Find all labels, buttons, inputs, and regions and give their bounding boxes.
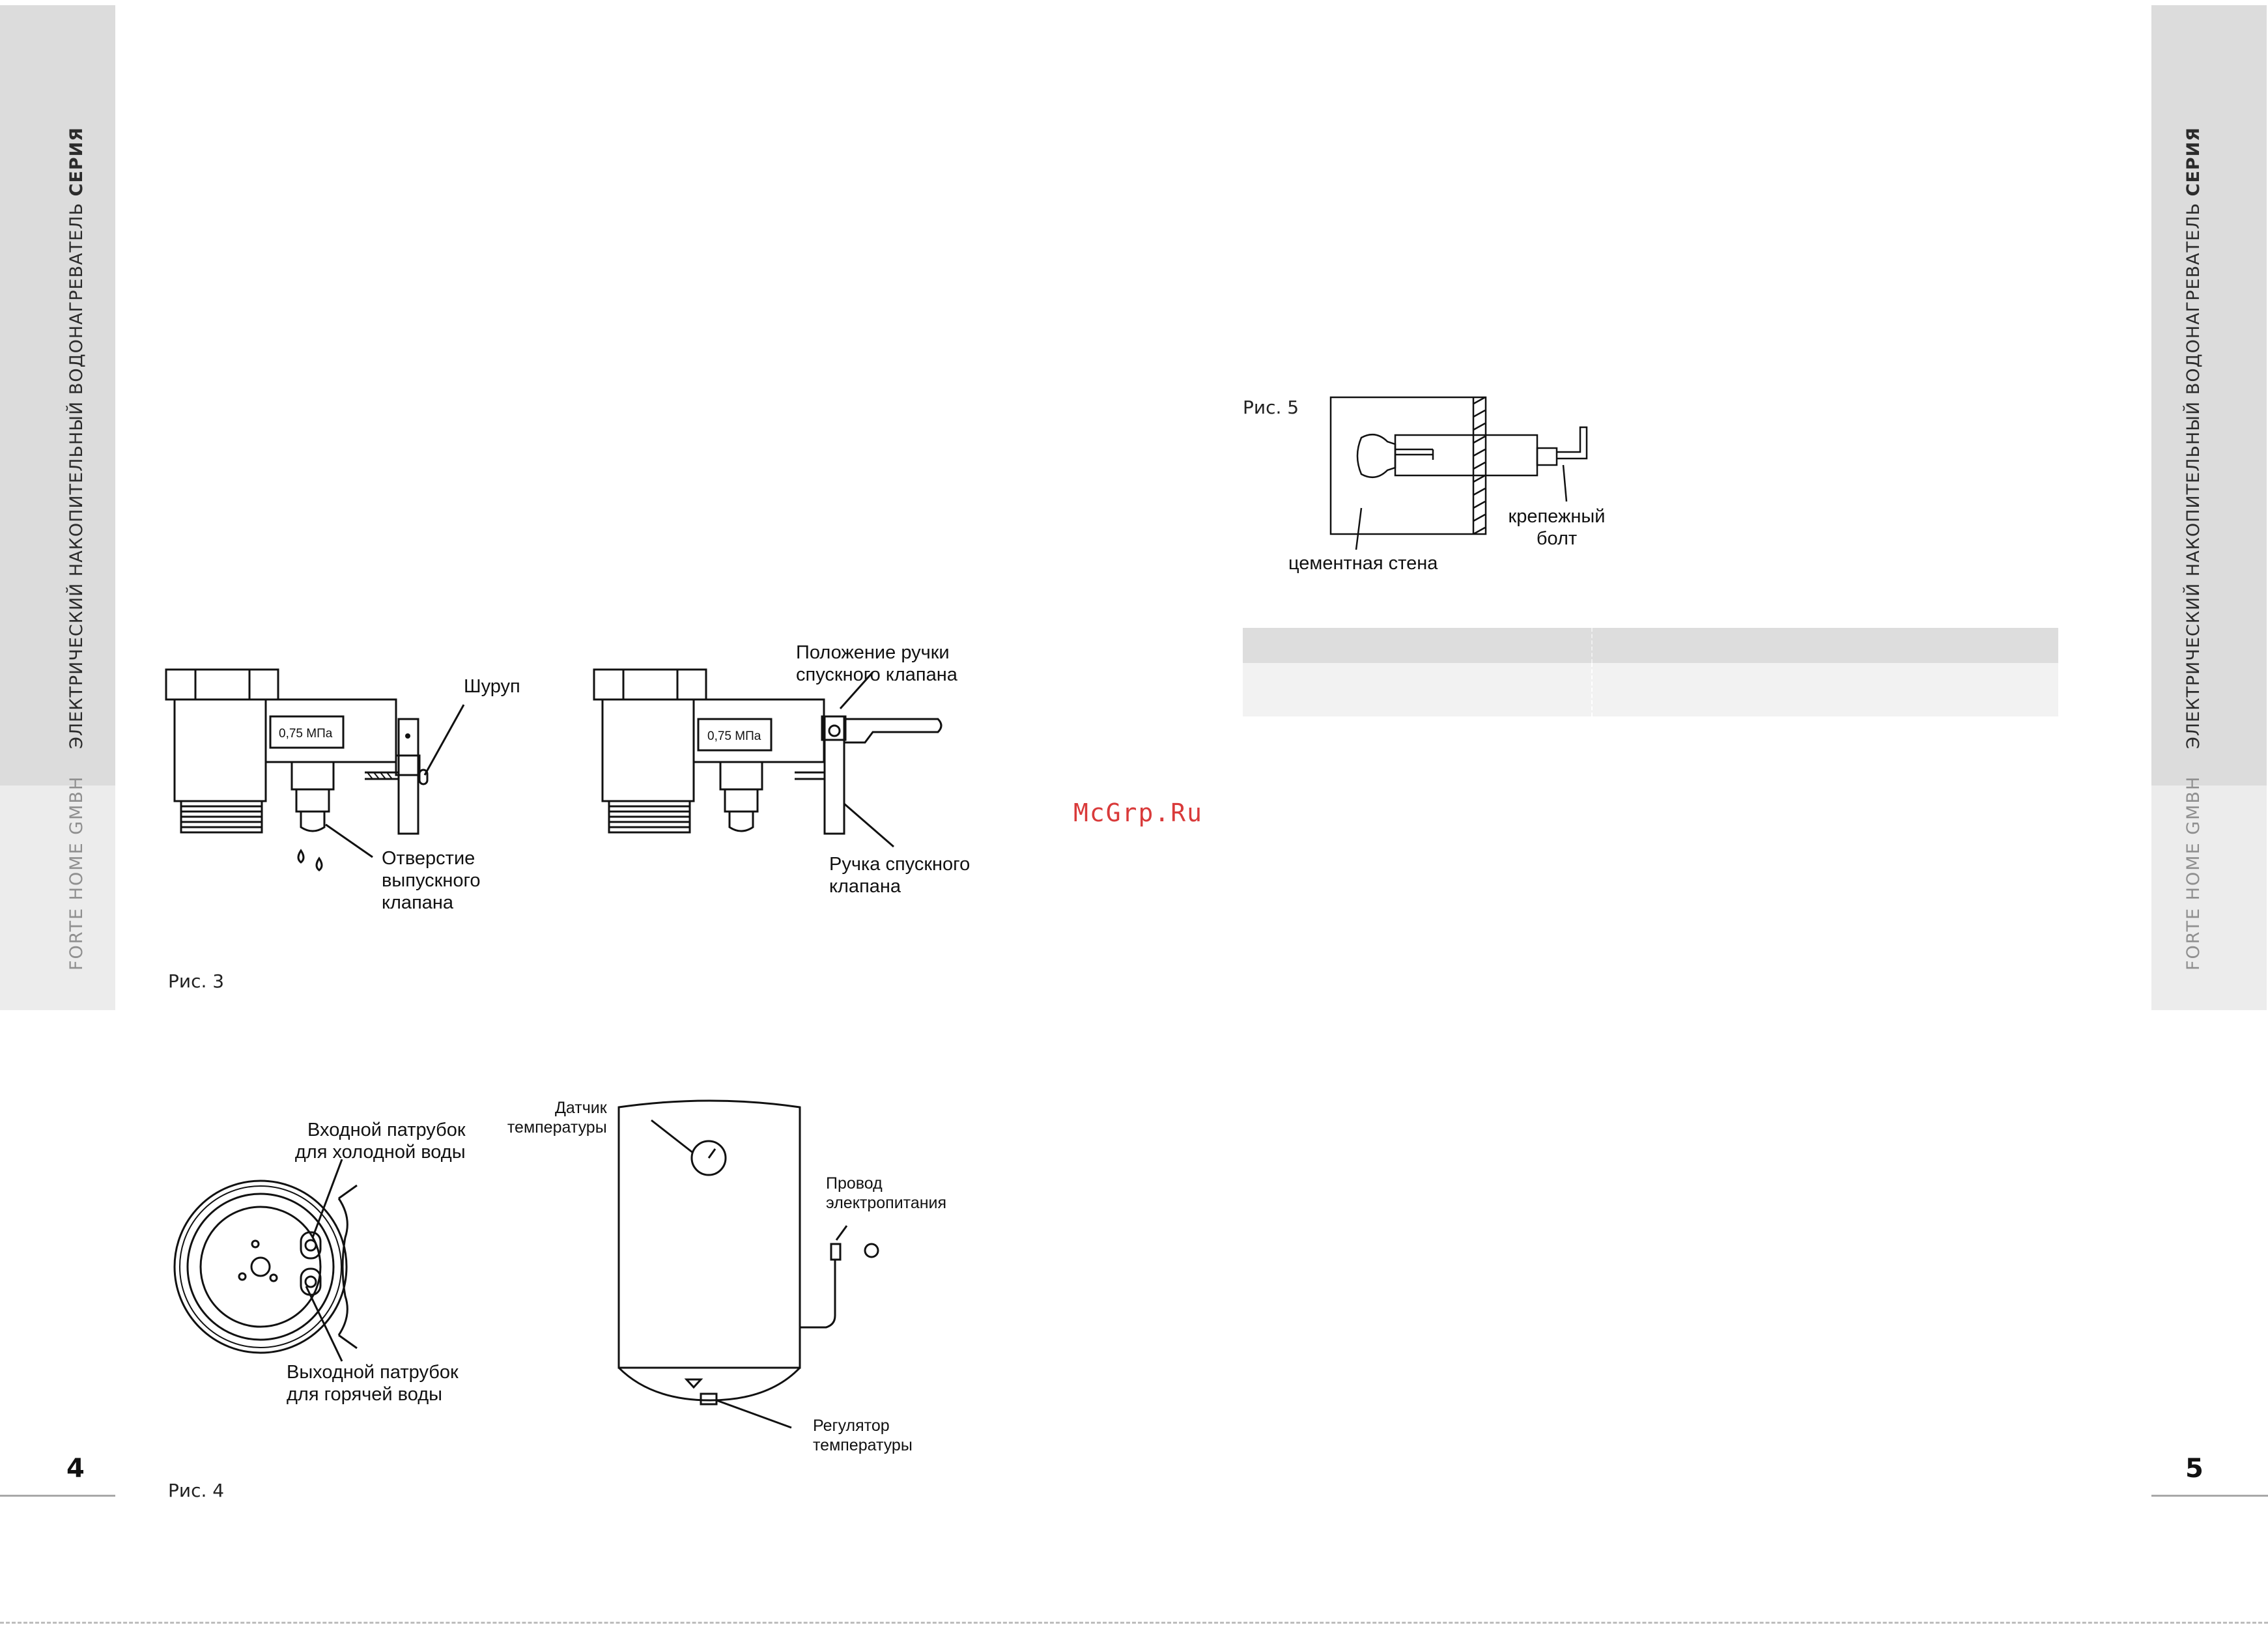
- fig3-caption: Рис. 3: [168, 970, 225, 992]
- bottom-fold-line: [0, 1622, 2268, 1624]
- fig5-wall-label: цементная стена: [1288, 553, 1438, 574]
- right-sidebar-company-band: [2151, 785, 2267, 1010]
- fig3-right-gauge-label: 0,75 МПа: [707, 729, 761, 743]
- right-page-number: 5: [2185, 1454, 2204, 1484]
- left-page-rule: [0, 1495, 115, 1497]
- spec-table-divider: [1591, 663, 1593, 716]
- spec-table-header: [1243, 628, 2058, 663]
- spec-table-row: [1243, 663, 2058, 716]
- spec-table-divider: [1591, 628, 1593, 663]
- watermark-text: McGrp.Ru: [1073, 798, 1204, 827]
- left-sidebar-title-band: [0, 5, 115, 785]
- right-sidebar-title-band: [2151, 5, 2267, 785]
- fig3-screw-label: Шуруп: [464, 676, 520, 697]
- fig3-left-gauge-label: 0,75 МПа: [279, 727, 333, 741]
- fig4-caption: Рис. 4: [168, 1480, 225, 1501]
- left-sidebar-company-band: [0, 785, 115, 1010]
- left-page-number: 4: [66, 1454, 85, 1484]
- right-page-rule: [2151, 1495, 2268, 1497]
- fig5-caption: Рис. 5: [1243, 397, 1299, 418]
